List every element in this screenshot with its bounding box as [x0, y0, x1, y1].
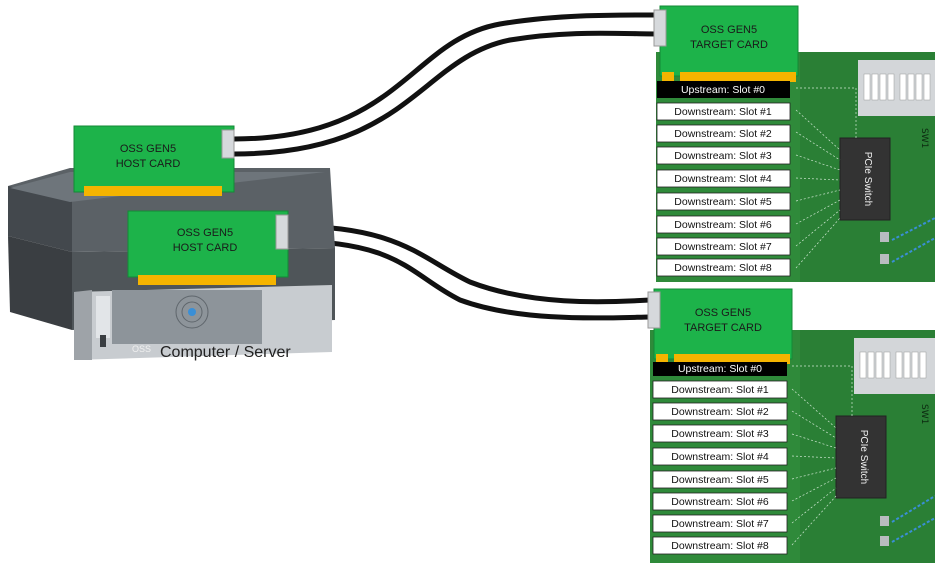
- host-card-2: OSS GEN5 HOST CARD: [127, 210, 289, 285]
- board-1-traces: [795, 87, 857, 269]
- board-2-slot-4-label: Downstream: Slot #4: [671, 451, 769, 463]
- board-2-slots: Upstream: Slot #0 Downstream: Slot #1 Do…: [652, 362, 788, 555]
- server-caption: Computer / Server: [160, 344, 291, 361]
- board-2-slot-3-label: Downstream: Slot #3: [671, 428, 769, 440]
- slot-7-label: Downstream: Slot #7: [674, 241, 772, 253]
- board-2-slot-8-label: Downstream: Slot #8: [671, 540, 769, 552]
- board-2-slot-0-label: Upstream: Slot #0: [678, 363, 762, 375]
- board-2-slot-1-label: Downstream: Slot #1: [671, 384, 769, 396]
- host-card-1: OSS GEN5 HOST CARD: [73, 125, 235, 196]
- slot-3-label: Downstream: Slot #3: [674, 150, 772, 162]
- sw-label-2: SW1: [919, 404, 929, 424]
- target-card-1: OSS GEN5 TARGET CARD: [653, 5, 799, 82]
- board-2-slot-5-label: Downstream: Slot #5: [671, 474, 769, 486]
- board-2-slot-7-label: Downstream: Slot #7: [671, 518, 769, 530]
- slot-0-box: [657, 81, 790, 98]
- target-card-1-line2: TARGET CARD: [690, 39, 768, 51]
- board-2-slot-2-label: Downstream: Slot #2: [671, 406, 769, 418]
- host-card-2-line2: HOST CARD: [173, 242, 238, 254]
- cable-bottom-1: [287, 223, 651, 305]
- target-card-1-line1: OSS GEN5: [701, 24, 757, 36]
- slot-4-label: Downstream: Slot #4: [674, 173, 772, 185]
- host-card-1-line1: OSS GEN5: [120, 143, 176, 155]
- slot-1-label: Downstream: Slot #1: [674, 106, 772, 118]
- target-card-2: OSS GEN5 TARGET CARD: [647, 288, 793, 364]
- cables: [233, 12, 661, 321]
- slot-5-label: Downstream: Slot #5: [674, 196, 772, 208]
- slot-2-label: Downstream: Slot #2: [674, 128, 772, 140]
- server-badge: OSS: [132, 344, 151, 354]
- dip-switch-1: [863, 73, 931, 101]
- target-card-2-line2: TARGET CARD: [684, 322, 762, 334]
- cable-top-2: [233, 30, 661, 157]
- pcie-switch-1-label: PCIe Switch: [862, 152, 873, 206]
- pcie-switch-2-label: PCIe Switch: [858, 430, 869, 484]
- board-2-traces: [791, 365, 853, 546]
- slot-0-label: Upstream: Slot #0: [681, 84, 765, 96]
- slot-6-label: Downstream: Slot #6: [674, 219, 772, 231]
- board-2-slot-6-label: Downstream: Slot #6: [671, 496, 769, 508]
- host-card-2-line1: OSS GEN5: [177, 227, 233, 239]
- target-card-2-line1: OSS GEN5: [695, 307, 751, 319]
- slot-8-label: Downstream: Slot #8: [674, 262, 772, 274]
- slot-0-box-2: [653, 362, 787, 376]
- sw-label-1: SW1: [919, 128, 929, 148]
- host-card-1-line2: HOST CARD: [116, 158, 181, 170]
- cable-bottom-2: [287, 238, 651, 321]
- board-1-slots: Upstream: Slot #0 Downstream: Slot #1 Do…: [656, 81, 791, 277]
- server-fan-grille: [175, 295, 209, 329]
- cable-top-1: [233, 12, 661, 142]
- dip-switch-2: [859, 351, 927, 379]
